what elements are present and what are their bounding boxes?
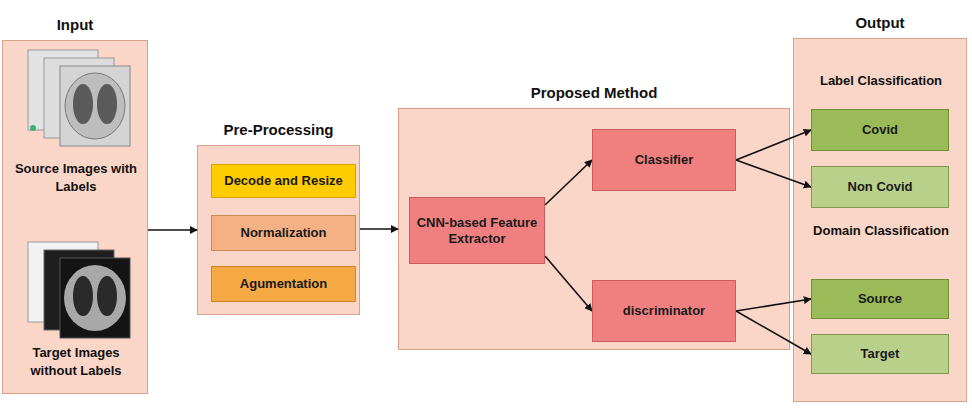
source-ct-stack [28, 50, 130, 146]
ct-lung [73, 276, 93, 316]
caption-label: Domain Classification [813, 223, 949, 238]
ct-lung [97, 276, 117, 316]
caption-label: Source Images with Labels [15, 161, 137, 194]
ct-slice [60, 258, 130, 338]
box-label: Source [858, 291, 902, 307]
label-holder: Domain Classification [804, 221, 958, 239]
box-label: Agumentation [240, 276, 327, 292]
box-label: Covid [862, 122, 898, 138]
box-label: Decode and Resize [224, 173, 343, 189]
ct-slice [28, 242, 98, 322]
box-label: Classifier [635, 152, 694, 168]
process-box: Decode and Resize [211, 164, 356, 198]
box-label: Non Covid [848, 179, 913, 195]
method-panel: Proposed MethodCNN-based Feature Extract… [398, 108, 790, 350]
output-panel: OutputCovidNon CovidSourceTargetLabel Cl… [793, 38, 967, 402]
ct-slice [28, 50, 98, 130]
label-holder: Label Classification [804, 71, 958, 89]
caption-label: Label Classification [820, 73, 942, 88]
ct-slice [60, 66, 130, 146]
ct-lung [97, 84, 117, 124]
ct-slice [44, 58, 114, 138]
process-box: Agumentation [211, 266, 356, 302]
label-holder: Source Images with Labels [11, 159, 141, 195]
preprocessing-panel: Pre-ProcessingDecode and ResizeNormaliza… [197, 145, 360, 315]
ct-slice [44, 250, 114, 330]
output-box: Covid [811, 109, 949, 151]
box-label: Normalization [241, 225, 327, 241]
ct-lung [73, 84, 93, 124]
flow-arrow [360, 228, 398, 230]
discriminator-box: discriminator [592, 280, 736, 342]
caption-label: Target Images without Labels [31, 345, 122, 378]
extractor-box: CNN-based Feature Extractor [409, 197, 545, 264]
input-panel: InputSource Images with LabelsTarget Ima… [2, 40, 148, 394]
box-label: discriminator [623, 303, 705, 319]
panel-heading: Pre-Processing [198, 121, 359, 138]
ct-body [65, 73, 125, 139]
box-label: Target [861, 346, 900, 362]
ct-body [64, 265, 126, 331]
label-holder: Target Images without Labels [11, 343, 141, 379]
output-box: Target [811, 334, 949, 374]
flow-arrow [148, 229, 197, 231]
box-label: CNN-based Feature Extractor [416, 215, 538, 246]
panel-heading: Output [794, 14, 966, 31]
process-box: Normalization [211, 215, 356, 251]
output-box: Non Covid [811, 166, 949, 208]
panel-heading: Proposed Method [399, 84, 789, 101]
output-box: Source [811, 279, 949, 319]
target-ct-stack [28, 242, 130, 338]
panel-heading: Input [3, 16, 147, 33]
classifier-box: Classifier [592, 129, 736, 191]
ct-marker [30, 125, 36, 131]
